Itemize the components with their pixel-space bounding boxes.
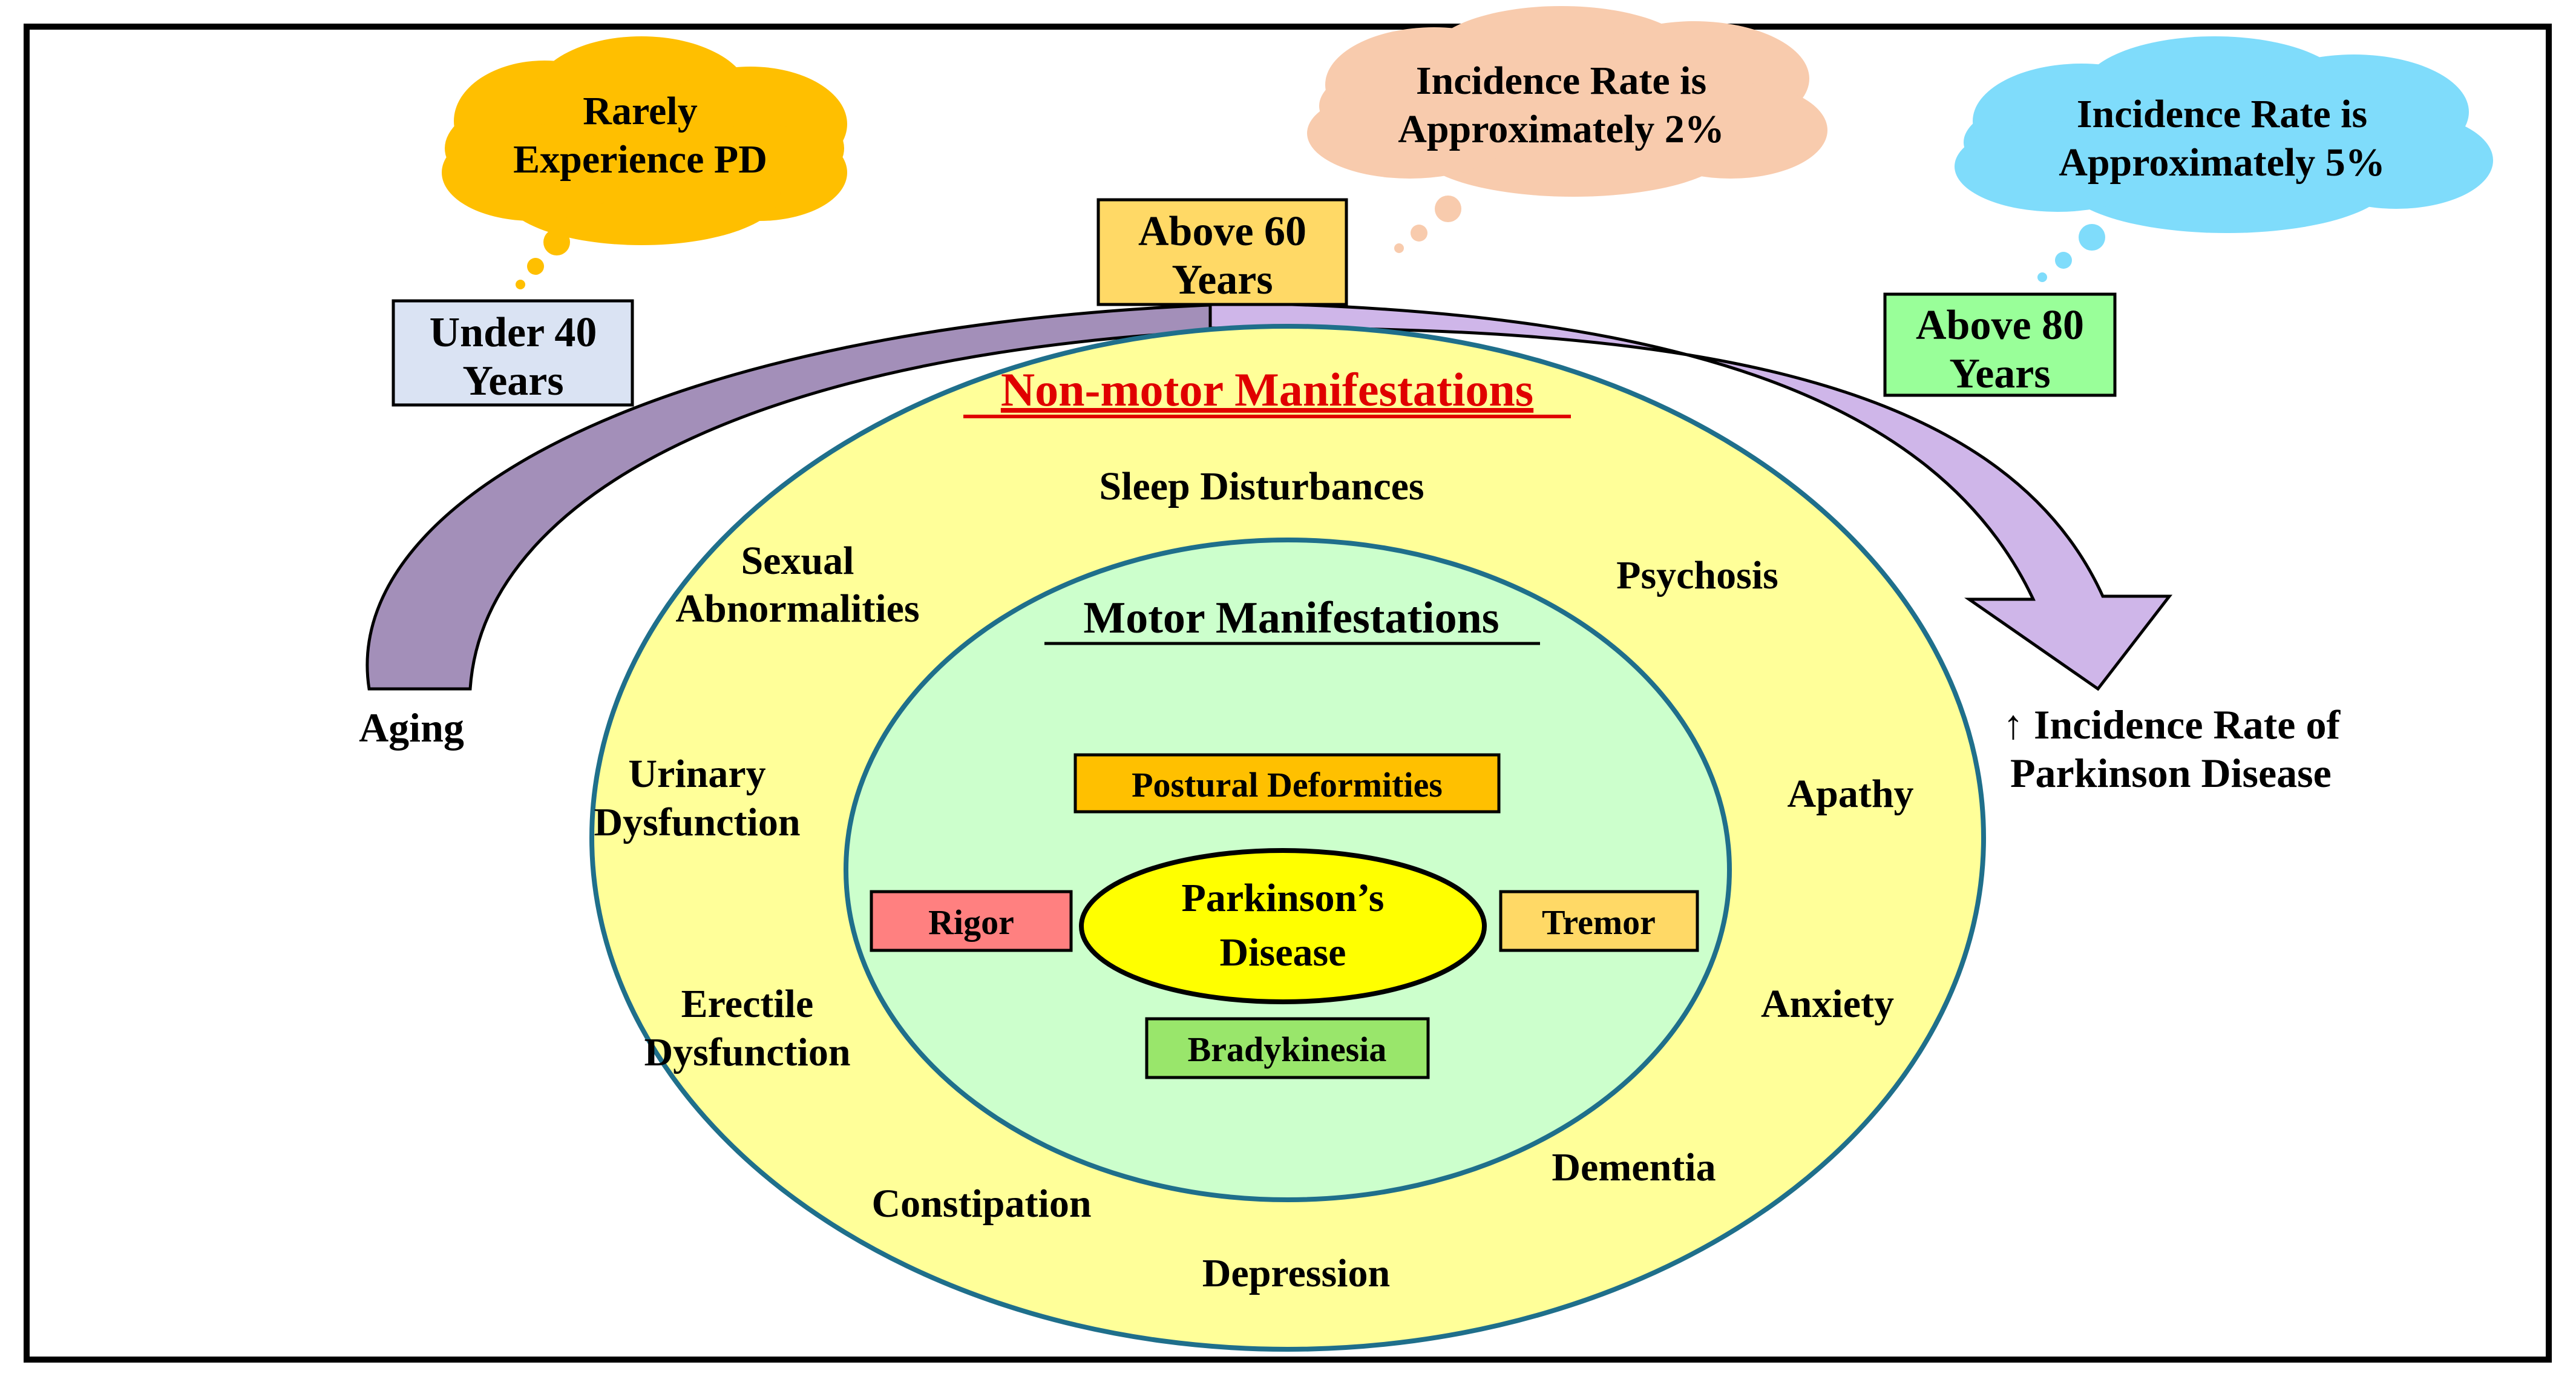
nonmotor-erectile-line1: Erectile [681, 982, 814, 1026]
age-box-above60 [1096, 198, 1348, 306]
nonmotor-urinary-line1: Urinary [628, 752, 765, 796]
incidence-label-line1: ↑ Incidence Rate of [2003, 702, 2341, 748]
motor-title: Motor Manifestations [1083, 593, 1499, 643]
nonmotor-depression: Depression [1202, 1251, 1390, 1295]
nonmotor-sexual-line1: Sexual [741, 539, 854, 583]
motor-postural: Postural Deformities [1132, 765, 1443, 804]
cloud-rarely-line2: Experience PD [513, 137, 767, 182]
age-box-above80 [1883, 292, 2117, 397]
bradykinesia-box [1145, 1017, 1430, 1079]
cloud-rate-5pct [1955, 36, 2493, 282]
postural-box [1073, 753, 1501, 814]
cloud-rate5-line2: Approximately 5% [2059, 140, 2385, 185]
center-oval [1079, 848, 1487, 1004]
age-above60-line2: Years [1172, 257, 1273, 303]
nonmotor-sexual-line2: Abnormalities [675, 587, 919, 631]
cloud-rate5-line1: Incidence Rate is [2077, 92, 2367, 136]
motor-bradykinesia: Bradykinesia [1188, 1030, 1387, 1069]
cloud-rarely-line1: Rarely [583, 89, 697, 133]
nonmotor-erectile-line2: Dysfunction [644, 1030, 850, 1074]
age-box-under40 [392, 299, 634, 407]
tremor-box [1499, 890, 1699, 952]
age-under40-line2: Years [462, 358, 563, 404]
incidence-arrow-right [1208, 301, 2173, 691]
center-line1: Parkinson’s [1182, 876, 1385, 920]
age-above80-line2: Years [1949, 350, 2050, 397]
nonmotor-apathy: Apathy [1787, 772, 1913, 816]
aging-label: Aging [359, 705, 464, 751]
rigor-box [870, 890, 1073, 952]
nonmotor-constipation: Constipation [871, 1182, 1091, 1226]
nonmotor-anxiety: Anxiety [1761, 982, 1894, 1026]
cloud-rate-2pct [1307, 6, 1827, 253]
age-above60-line1: Above 60 [1138, 208, 1306, 255]
nonmotor-sleep: Sleep Disturbances [1099, 464, 1424, 508]
age-under40-line1: Under 40 [430, 309, 597, 356]
cloud-rarely [442, 36, 847, 289]
nonmotor-psychosis: Psychosis [1616, 553, 1778, 597]
motor-rigor: Rigor [928, 903, 1014, 942]
incidence-label-line2: Parkinson Disease [2010, 750, 2332, 796]
motor-tremor: Tremor [1542, 903, 1656, 942]
nonmotor-title: Non-motor Manifestations [1001, 363, 1533, 416]
nonmotor-dementia: Dementia [1552, 1145, 1716, 1189]
nonmotor-urinary-line2: Dysfunction [594, 800, 800, 844]
cloud-rate2-line2: Approximately 2% [1398, 107, 1725, 151]
center-line2: Disease [1220, 930, 1346, 975]
cloud-rate2-line1: Incidence Rate is [1416, 59, 1706, 103]
age-above80-line1: Above 80 [1916, 302, 2084, 349]
